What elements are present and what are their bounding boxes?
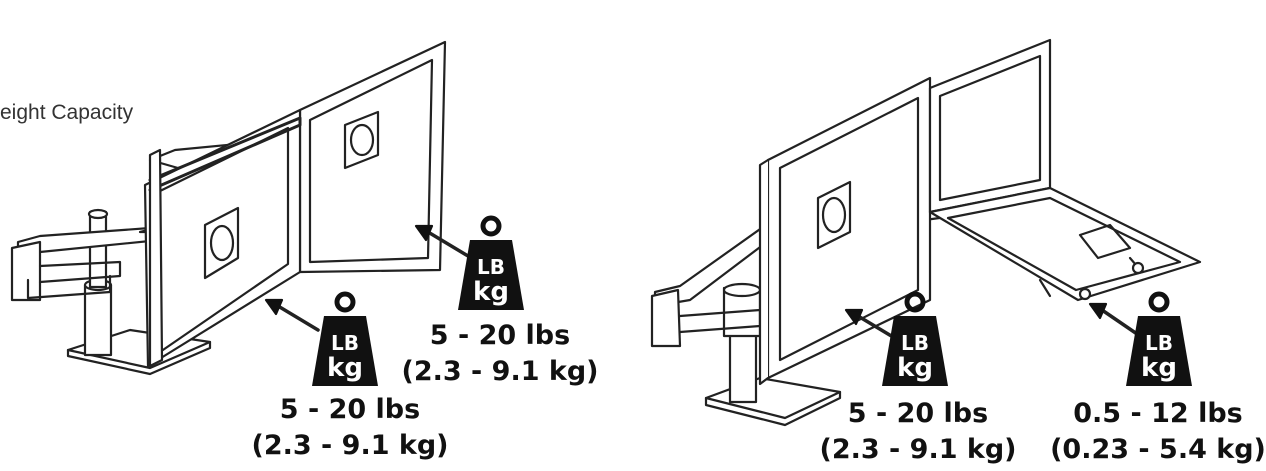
weight-spec-kg: (2.3 - 9.1 kg): [401, 356, 599, 387]
weight-spec-laptop: 0.5 - 12 lbs (0.23 - 5.4 kg): [1050, 396, 1266, 468]
weight-spec-lbs: 5 - 20 lbs: [429, 320, 571, 351]
weight-icon: LB kg: [1126, 291, 1192, 386]
weight-spec-kg: (0.23 - 5.4 kg): [1050, 434, 1266, 465]
dual-monitor-illustration: [10, 40, 470, 376]
svg-text:LB: LB: [331, 331, 359, 355]
weight-spec-lbs: 5 - 20 lbs: [279, 394, 421, 425]
svg-text:kg: kg: [473, 277, 509, 307]
svg-text:kg: kg: [897, 353, 933, 383]
svg-text:LB: LB: [901, 331, 929, 355]
weight-spec-kg: (2.3 - 9.1 kg): [819, 434, 1017, 465]
svg-text:kg: kg: [1141, 353, 1177, 383]
weight-icon: LB kg: [312, 291, 378, 386]
svg-text:LB: LB: [1145, 331, 1173, 355]
svg-text:kg: kg: [327, 353, 363, 383]
weight-spec-kg: (2.3 - 9.1 kg): [251, 430, 449, 461]
weight-capacity-caption: eight Capacity: [0, 101, 134, 124]
weight-spec-lbs: 5 - 20 lbs: [847, 398, 989, 429]
weight-spec-front-monitor: 5 - 20 lbs (2.3 - 9.1 kg): [250, 392, 450, 464]
weight-spec-rear-monitor: 5 - 20 lbs (2.3 - 9.1 kg): [400, 318, 600, 390]
weight-icon: LB kg: [458, 215, 524, 310]
monitor-laptop-illustration: [650, 38, 1202, 427]
weight-spec-monitor: 5 - 20 lbs (2.3 - 9.1 kg): [818, 396, 1018, 468]
weight-spec-lbs: 0.5 - 12 lbs: [1073, 398, 1243, 429]
svg-text:LB: LB: [477, 255, 505, 279]
weight-icon: LB kg: [882, 291, 948, 386]
